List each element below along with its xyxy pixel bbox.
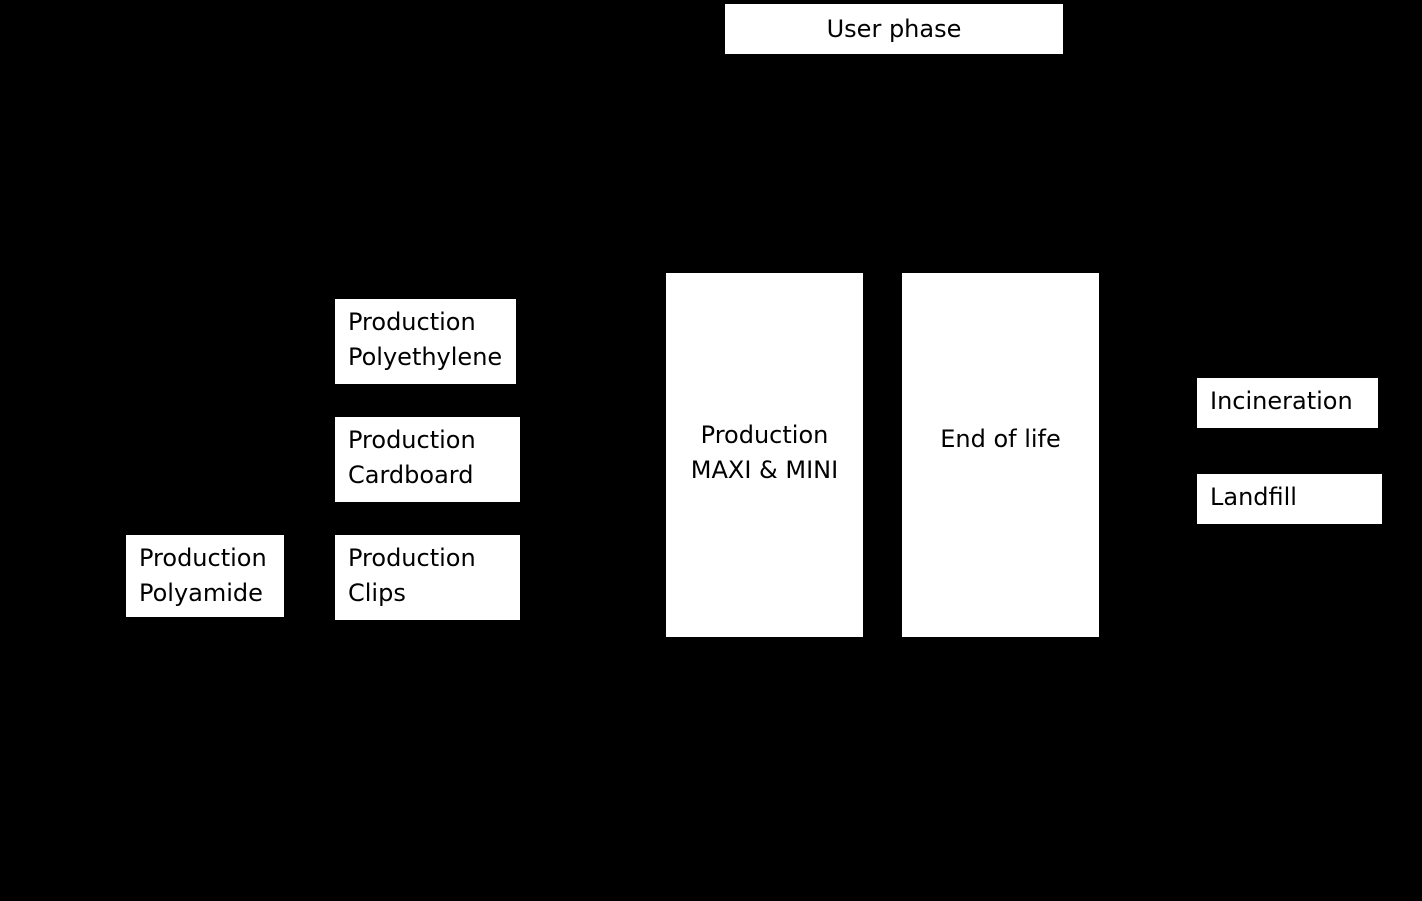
production-maxi-mini-box: Production MAXI & MINI	[666, 273, 863, 637]
production-maxi-mini-line-1: Production	[700, 421, 829, 449]
production-polyethylene-box: Production Polyethylene	[335, 299, 516, 384]
production-cardboard-line-1: Production	[348, 426, 476, 454]
end-of-life-label: End of life	[940, 424, 1061, 453]
incineration-label: Incineration	[1210, 387, 1353, 415]
production-cardboard-box: Production Cardboard	[335, 417, 520, 502]
production-polyamide-line-2: Polyamide	[139, 579, 263, 607]
production-cardboard-line-2: Cardboard	[348, 461, 474, 489]
incineration-box: Incineration	[1197, 378, 1378, 428]
production-maxi-mini-line-2: MAXI & MINI	[690, 456, 839, 484]
production-polyamide-box: Production Polyamide	[126, 535, 284, 617]
production-polyethylene-line-2: Polyethylene	[348, 343, 503, 371]
production-clips-line-1: Production	[348, 544, 476, 572]
production-polyamide-line-1: Production	[139, 544, 267, 572]
production-clips-box: Production Clips	[335, 535, 520, 620]
landfill-box: Landfill	[1197, 474, 1382, 524]
production-clips-line-2: Clips	[348, 579, 406, 607]
landfill-label: Landfill	[1210, 483, 1297, 511]
end-of-life-box: End of life	[902, 273, 1099, 637]
user-phase-label: User phase	[826, 15, 962, 43]
user-phase-box: User phase	[725, 4, 1063, 54]
production-polyethylene-line-1: Production	[348, 308, 476, 336]
